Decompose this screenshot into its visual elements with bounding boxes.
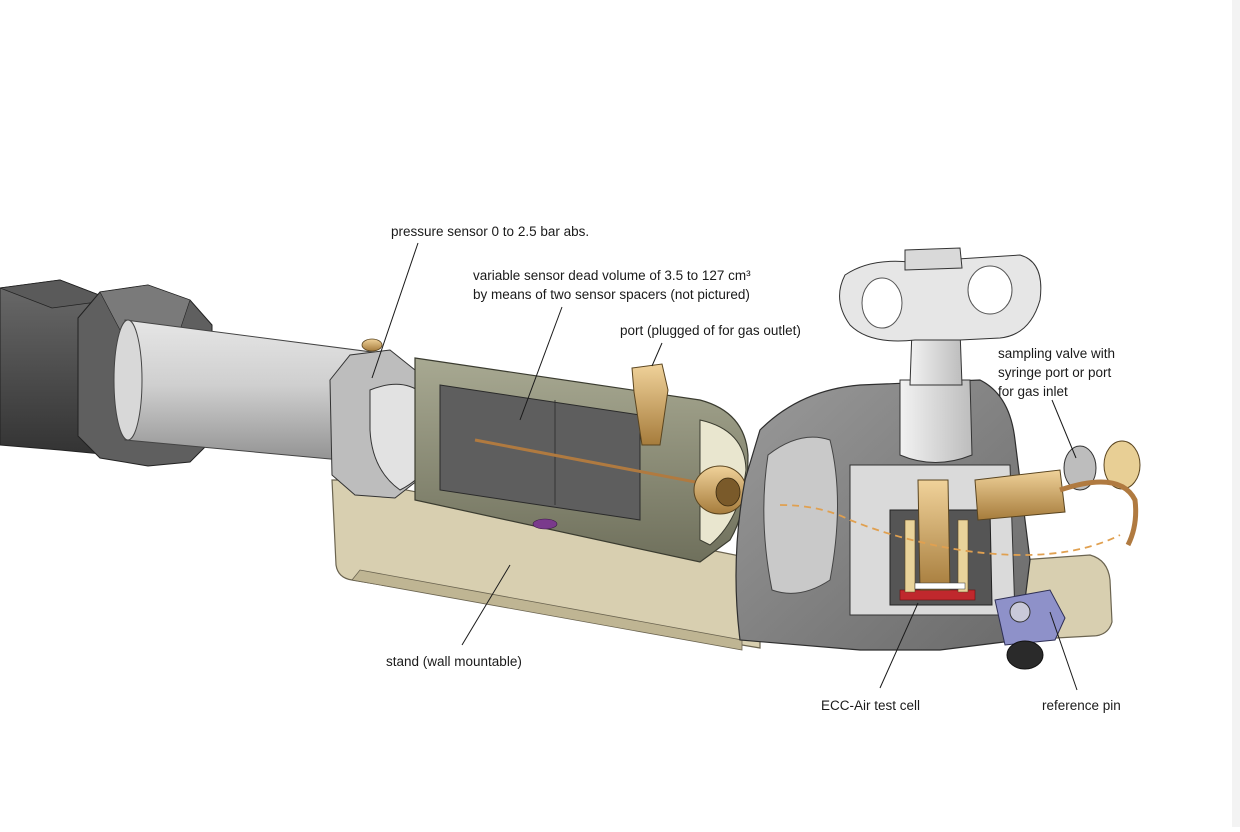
- label-pressure-sensor: pressure sensor 0 to 2.5 bar abs.: [391, 222, 589, 241]
- gas-inlet-port: [974, 440, 1141, 547]
- reference-pin: [994, 589, 1066, 670]
- label-port: port (plugged of for gas outlet): [620, 321, 801, 340]
- label-reference-pin: reference pin: [1042, 696, 1121, 715]
- page-edge-strip: [1232, 0, 1240, 827]
- label-stand: stand (wall mountable): [386, 652, 522, 671]
- label-sampling-valve-line2: syringe port or port: [998, 365, 1112, 380]
- label-pressure-sensor-text: pressure sensor 0 to 2.5 bar abs.: [391, 224, 590, 239]
- leader-sampling-valve: [1051, 399, 1077, 459]
- leader-port: [651, 342, 663, 367]
- label-dead-volume: variable sensor dead volume of 3.5 to 12…: [473, 266, 751, 304]
- housing-underside-nub: [532, 518, 558, 530]
- leader-reference-pin: [1049, 611, 1078, 691]
- leader-lines: [371, 242, 1078, 691]
- dashed-gas-path: [779, 504, 1121, 556]
- leader-dead-volume: [519, 306, 563, 421]
- leader-test-cell: [879, 602, 919, 689]
- leader-stand: [461, 564, 511, 646]
- label-sampling-valve: sampling valve with syringe port or port…: [998, 344, 1115, 401]
- pressure-sensor-cylinder: [113, 319, 396, 466]
- label-dead-volume-line1: variable sensor dead volume of 3.5 to 12…: [473, 268, 751, 283]
- label-sampling-valve-line3: for gas inlet: [998, 384, 1068, 399]
- label-port-text: port (plugged of for gas outlet): [620, 323, 801, 338]
- label-test-cell: ECC-Air test cell: [821, 696, 920, 715]
- label-stand-text: stand (wall mountable): [386, 654, 522, 669]
- label-test-cell-text: ECC-Air test cell: [821, 698, 921, 713]
- label-reference-pin-text: reference pin: [1042, 698, 1121, 713]
- leader-pressure-sensor: [371, 242, 419, 379]
- sensor-housing: [414, 357, 791, 563]
- label-sampling-valve-line1: sampling valve with: [998, 346, 1116, 361]
- sampling-valve-knob: [839, 247, 1042, 463]
- label-dead-volume-line2: by means of two sensor spacers (not pict…: [473, 287, 750, 302]
